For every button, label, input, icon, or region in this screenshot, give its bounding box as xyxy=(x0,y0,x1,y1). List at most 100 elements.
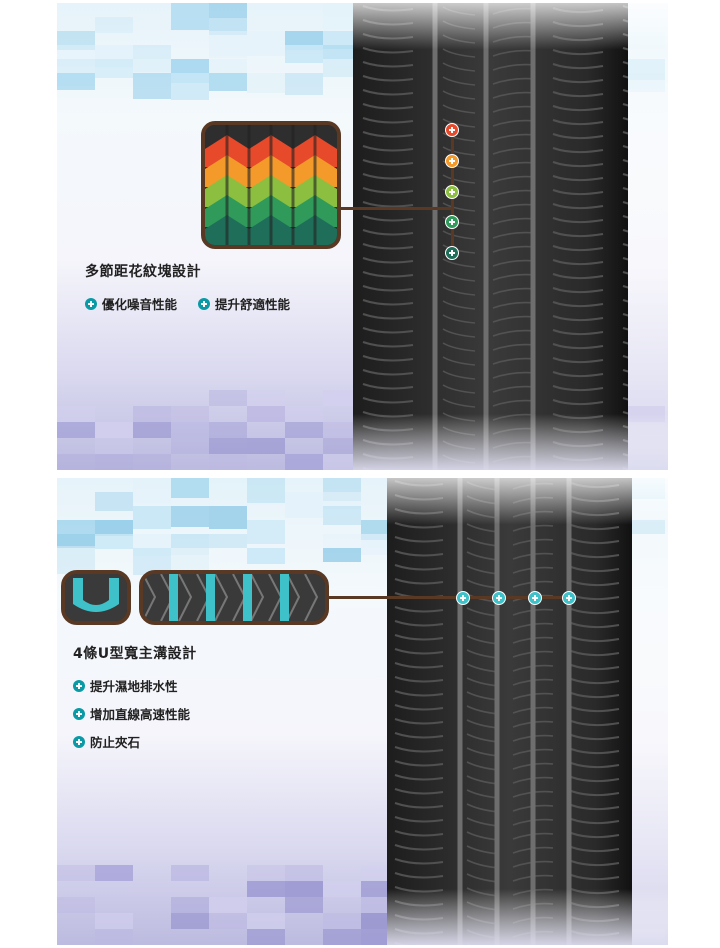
mosaic-tile xyxy=(133,422,171,438)
plus-circle-icon xyxy=(73,707,85,720)
mosaic-tile xyxy=(209,3,247,18)
mosaic-tile xyxy=(171,73,209,100)
benefit-label: 提升濕地排水性 xyxy=(90,679,178,694)
plus-circle-icon xyxy=(73,679,85,692)
benefit-label: 優化噪音性能 xyxy=(102,297,178,312)
mosaic-tile xyxy=(209,897,247,913)
plus-marker-icon xyxy=(492,591,506,605)
mosaic-tile xyxy=(323,454,361,470)
plus-marker-icon xyxy=(562,591,576,605)
benefit-label: 提升舒適性能 xyxy=(215,297,291,312)
benefit-label: 增加直線高速性能 xyxy=(90,707,191,722)
plus-marker-icon xyxy=(445,185,459,199)
mosaic-tile xyxy=(247,438,285,454)
benefit-item: 提升舒適性能 xyxy=(198,294,290,313)
mosaic-tile xyxy=(247,913,285,929)
mosaic-tile xyxy=(323,45,361,59)
mosaic-tile xyxy=(57,31,95,50)
mosaic-tile xyxy=(133,454,171,470)
tire-tread-image xyxy=(387,478,668,945)
mosaic-tile xyxy=(247,929,285,945)
mosaic-tile xyxy=(285,881,323,897)
mosaic-tile xyxy=(57,73,95,90)
mosaic-tile xyxy=(247,865,285,881)
tread-sipe xyxy=(304,574,319,621)
mosaic-tile xyxy=(209,534,247,548)
mosaic-tile xyxy=(323,506,361,525)
u-groove-shape xyxy=(65,574,127,621)
mosaic-tile xyxy=(247,548,285,564)
mosaic-tile xyxy=(209,31,247,58)
mosaic-tile xyxy=(171,506,209,527)
feature-title-grooves: 4條U型寬主溝設計 xyxy=(73,646,197,662)
mosaic-tile xyxy=(209,17,247,35)
pitch-sequence-inset xyxy=(201,121,341,249)
mosaic-tile xyxy=(133,59,171,77)
mosaic-tile xyxy=(209,390,247,406)
mosaic-tile xyxy=(323,913,361,929)
mosaic-tile xyxy=(133,478,171,503)
connector-line xyxy=(329,596,574,599)
mosaic-tile xyxy=(133,406,171,422)
plus-marker-icon xyxy=(445,154,459,168)
mosaic-tile xyxy=(57,897,95,913)
mosaic-tile xyxy=(209,454,247,470)
mosaic-tile xyxy=(323,31,361,49)
plus-circle-icon xyxy=(85,297,97,310)
mosaic-tile xyxy=(95,913,133,929)
mosaic-tile xyxy=(95,534,133,549)
mosaic-tile xyxy=(247,520,285,544)
mosaic-tile xyxy=(57,45,95,66)
benefit-item: 增加直線高速性能 xyxy=(73,704,190,723)
plus-circle-icon xyxy=(73,735,85,748)
mosaic-tile xyxy=(57,548,95,574)
mosaic-tile xyxy=(285,454,323,470)
mosaic-tile xyxy=(285,73,323,95)
mosaic-tile xyxy=(247,73,285,93)
mosaic-tile xyxy=(95,454,133,470)
mosaic-tile xyxy=(171,478,209,498)
mosaic-tile xyxy=(285,406,323,422)
mosaic-tile xyxy=(171,3,209,30)
benefit-item: 提升濕地排水性 xyxy=(73,676,178,695)
mosaic-tile xyxy=(247,478,285,503)
mosaic-tile xyxy=(95,422,133,438)
mosaic-tile xyxy=(95,17,133,33)
mosaic-tile xyxy=(209,73,247,91)
main-groove xyxy=(206,574,215,621)
mosaic-tile xyxy=(95,438,133,454)
u-groove-profile-inset xyxy=(61,570,131,625)
mosaic-tile xyxy=(95,59,133,78)
mosaic-tile xyxy=(247,881,285,897)
mosaic-tile xyxy=(95,520,133,536)
pitch-design-panel: 多節距花紋塊設計 優化噪音性能 提升舒適性能 xyxy=(57,3,668,470)
mosaic-tile xyxy=(323,390,361,406)
mosaic-tile xyxy=(57,406,95,422)
groove-tread-inset xyxy=(139,570,329,625)
mosaic-tile xyxy=(285,492,323,518)
mosaic-tile xyxy=(247,390,285,406)
mosaic-tile xyxy=(95,929,133,945)
tread-sipe xyxy=(286,574,301,621)
tread-sipe xyxy=(178,574,193,621)
mosaic-tile xyxy=(209,478,247,500)
mosaic-tile xyxy=(57,422,95,438)
tire-tread-image xyxy=(353,3,668,470)
mosaic-tile xyxy=(209,438,247,454)
mosaic-tile xyxy=(171,422,209,438)
mosaic-tile xyxy=(323,929,361,945)
mosaic-tile xyxy=(171,865,209,881)
tread-sipe xyxy=(214,574,229,621)
main-groove xyxy=(280,574,289,621)
groove-tread-strip xyxy=(143,574,325,621)
mosaic-tile xyxy=(285,45,323,63)
mosaic-tile xyxy=(95,492,133,511)
plus-marker-icon xyxy=(445,123,459,137)
mosaic-tile xyxy=(95,865,133,881)
benefit-label: 防止夾石 xyxy=(90,735,141,750)
tread-sipe xyxy=(250,574,265,621)
tread-sipe xyxy=(143,574,157,621)
mosaic-tile xyxy=(133,73,171,99)
mosaic-tile xyxy=(209,913,247,929)
mosaic-tile xyxy=(285,897,323,913)
